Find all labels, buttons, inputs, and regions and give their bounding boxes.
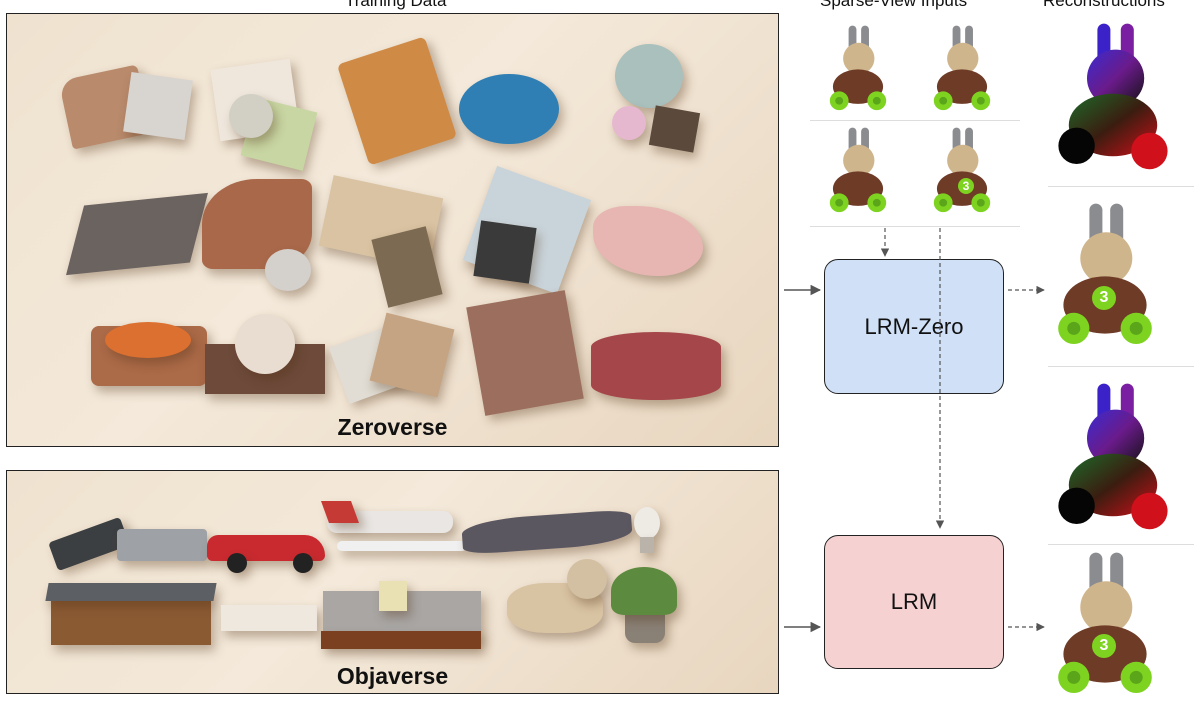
objaverse-object-tower: [379, 581, 407, 611]
objaverse-object-bulb-base: [640, 537, 654, 553]
reconstruction-separator: [1048, 544, 1194, 545]
reconstruction-separator: [1048, 186, 1194, 187]
lrm-zero-box: LRM-Zero: [824, 259, 1004, 394]
zeroverse-object: [229, 94, 273, 138]
input-separator: [810, 120, 1020, 121]
zeroverse-object: [105, 322, 191, 358]
input-separator: [810, 226, 1020, 227]
rabbit-number-badge: 3: [1092, 286, 1116, 310]
objaverse-label: Objaverse: [336, 663, 449, 689]
objaverse-object-pot: [625, 611, 665, 643]
objaverse-object-pontoon: [337, 541, 467, 551]
objaverse-object-wheel: [227, 553, 247, 573]
objaverse-object-wheel: [293, 553, 313, 573]
objaverse-object-ruins-base: [321, 631, 481, 649]
objaverse-object-plant: [611, 567, 677, 615]
sparse-view-inputs-header: Sparse-View Inputs: [820, 0, 968, 10]
objaverse-object-device: [117, 529, 207, 561]
objaverse-object-bulb: [634, 507, 660, 539]
objaverse-object-house: [51, 595, 211, 645]
zeroverse-object: [591, 332, 721, 400]
lrm-box: LRM: [824, 535, 1004, 669]
zeroverse-object: [615, 44, 683, 108]
zeroverse-object: [612, 106, 646, 140]
rabbit-number-badge: 3: [1092, 634, 1116, 658]
reconstructions-header: Reconstructions: [1043, 0, 1165, 10]
zeroverse-panel: Zeroverse: [6, 13, 779, 447]
objaverse-panel: Objaverse: [6, 470, 779, 694]
objaverse-object-plane: [327, 511, 453, 533]
reconstruction-separator: [1048, 366, 1194, 367]
objaverse-object-dog-head: [567, 559, 607, 599]
zeroverse-object: [459, 74, 559, 144]
zeroverse-object: [265, 249, 311, 291]
zeroverse-object: [235, 314, 295, 374]
objaverse-object-bench: [221, 605, 317, 631]
zeroverse-label: Zeroverse: [337, 414, 448, 440]
training-data-header: Training Data: [345, 0, 447, 10]
rabbit-number-badge: 3: [958, 178, 974, 194]
